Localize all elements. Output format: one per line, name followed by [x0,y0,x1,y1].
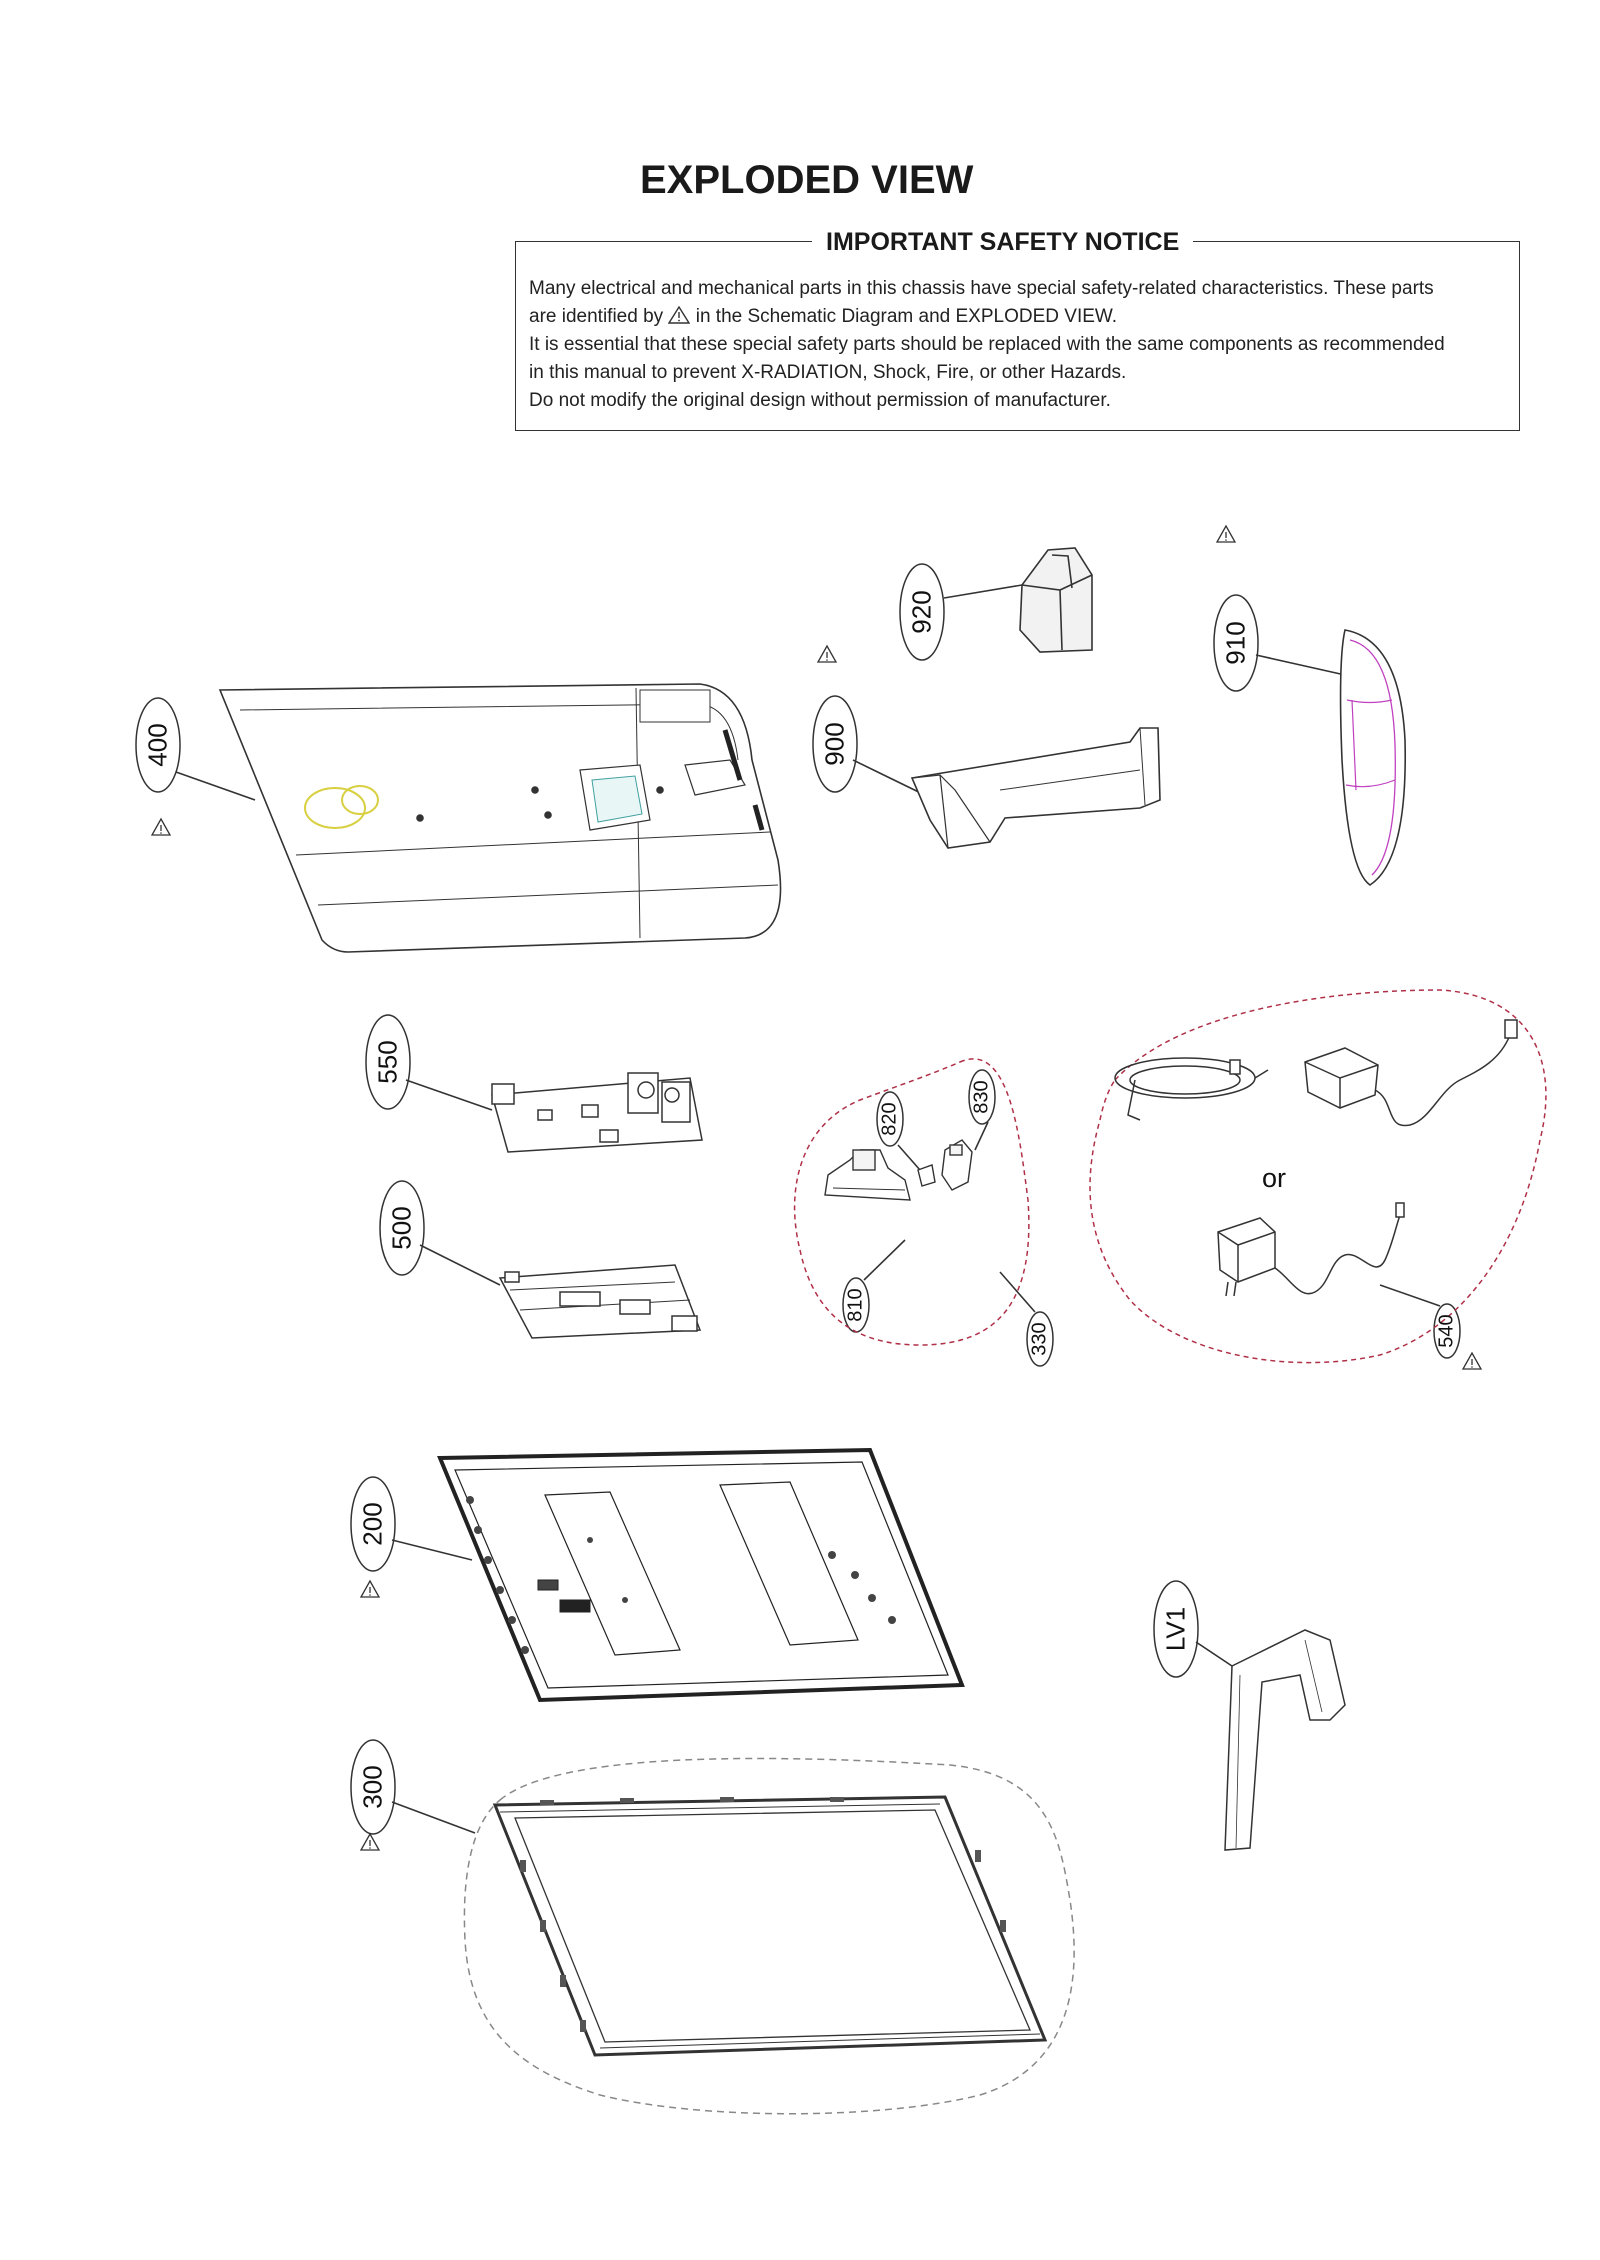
power-adapter-box [1304,1019,1518,1127]
warning-triangle-icon [360,1580,380,1598]
part-910-stand-base [1339,629,1407,886]
part-300-front-bezel [492,1795,1048,2057]
part-900-stand-body [910,727,1161,849]
part-label-910: 910 [1220,621,1251,665]
part-label-330: 330 [1028,1322,1051,1356]
group-300-outline [463,1757,1075,2115]
part-lv1-ribbon-cable [1224,1629,1346,1851]
safety-notice-heading: IMPORTANT SAFETY NOTICE [812,228,1194,257]
safety-notice-text: Many electrical and mechanical parts in … [529,275,1507,415]
power-cord [1114,1057,1269,1121]
notice-line: Many electrical and mechanical parts in … [529,278,1434,299]
notice-line: Do not modify the original design withou… [529,390,1111,411]
part-label-900: 900 [819,722,850,766]
part-550-main-board [491,1072,703,1153]
warning-triangle-icon [151,818,171,836]
notice-line-part: in the Schematic Diagram and EXPLODED VI… [695,306,1118,327]
part-label-540: 540 [1435,1314,1458,1348]
group-330-outline [793,1058,1030,1346]
part-label-400: 400 [142,723,173,767]
warning-triangle-icon [1462,1352,1482,1370]
wall-adapter [1217,1202,1405,1297]
warning-triangle-icon [817,645,837,663]
part-label-500: 500 [386,1206,417,1250]
notice-line-part: are identified by [529,306,664,327]
alternative-or-label: or [1262,1163,1287,1193]
part-200-middle-frame [437,1447,965,1703]
warning-triangle-icon [668,306,691,324]
notice-line: It is essential that these special safet… [529,334,1445,355]
label-ellipses [135,563,1461,1835]
part-810-bracket [824,1149,911,1201]
notice-line: are identified by in the Schematic Diagr… [529,303,1507,331]
group-540-outline [1089,989,1547,1364]
part-830-sensor [941,1139,973,1191]
part-label-820: 820 [878,1102,901,1136]
part-label-830: 830 [970,1080,993,1114]
part-label-550: 550 [372,1040,403,1084]
warning-triangle-icon [360,1833,380,1851]
notice-line: in this manual to prevent X-RADIATION, S… [529,362,1127,383]
part-label-810: 810 [844,1288,867,1322]
part-label-920: 920 [906,590,937,634]
part-500-power-board [498,1264,702,1339]
part-400-back-cover [218,683,782,953]
page-title: EXPLODED VIEW [640,158,974,202]
part-label-lv1: LV1 [1160,1606,1191,1652]
part-820-clip [917,1164,936,1187]
part-920-stand-clip [1019,547,1093,653]
part-label-200: 200 [357,1502,388,1546]
part-label-300: 300 [357,1765,388,1809]
warning-triangle-icon [1216,525,1236,543]
